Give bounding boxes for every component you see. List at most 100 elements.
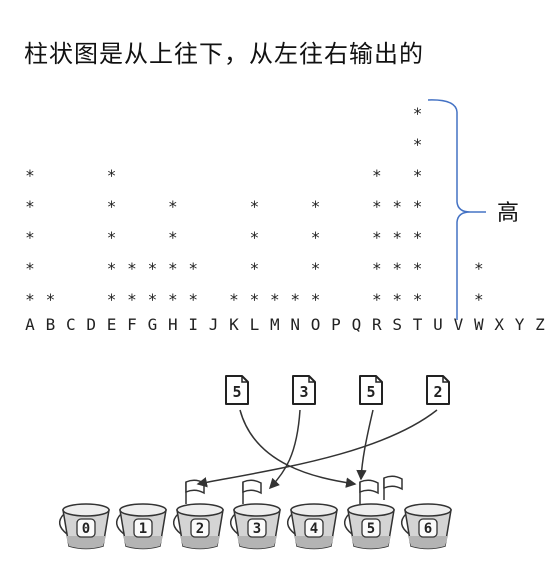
column-label-B: B [46,315,56,334]
sort-arrow-1 [239,409,357,488]
asterisk-L-1: * [250,290,260,309]
column-label-O: O [311,315,321,334]
column-label-H: H [168,315,178,334]
asterisk-W-2: * [474,259,484,278]
column-label-I: I [188,315,198,334]
column-label-G: G [148,315,158,334]
bucket-3: 3 [229,503,281,550]
flag-icon [359,479,379,504]
asterisk-W-1: * [474,290,484,309]
asterisk-L-2: * [250,259,260,278]
sort-arrow-3 [356,409,374,481]
asterisk-O-4: * [311,197,321,216]
column-label-A: A [25,315,35,334]
asterisk-K-1: * [229,290,239,309]
asterisk-H-4: * [168,197,178,216]
asterisk-A-2: * [25,259,35,278]
number-card-1: 5 [225,375,249,405]
number-card-3: 5 [359,375,383,405]
asterisk-H-1: * [168,290,178,309]
asterisk-E-5: * [107,166,117,185]
column-label-E: E [107,315,117,334]
card-value: 5 [232,383,241,401]
asterisk-O-1: * [311,290,321,309]
height-label: 高 [497,201,519,226]
column-label-J: J [209,315,219,334]
bucket-4: 4 [286,503,338,550]
asterisk-O-2: * [311,259,321,278]
bucket-label: 6 [424,521,432,537]
bucket-6: 6 [400,503,452,550]
asterisk-O-3: * [311,228,321,247]
bucket-label: 3 [253,521,261,537]
asterisk-E-3: * [107,228,117,247]
bucket-label: 4 [310,521,318,537]
column-label-Y: Y [515,315,525,334]
asterisk-L-4: * [250,197,260,216]
card-value: 3 [299,383,308,401]
column-label-F: F [127,315,137,334]
asterisk-E-1: * [107,290,117,309]
asterisk-E-4: * [107,197,117,216]
asterisk-G-1: * [148,290,158,309]
asterisk-L-3: * [250,228,260,247]
asterisk-S-1: * [392,290,402,309]
asterisk-N-1: * [290,290,300,309]
flag-icon [242,479,262,504]
asterisk-S-2: * [392,259,402,278]
asterisk-R-2: * [372,259,382,278]
asterisk-T-4: * [413,197,423,216]
column-label-W: W [474,315,484,334]
column-label-N: N [290,315,300,334]
column-label-D: D [86,315,96,334]
card-value: 2 [433,383,442,401]
asterisk-B-1: * [46,290,56,309]
column-label-T: T [413,315,423,334]
column-label-C: C [66,315,76,334]
bucket-label: 0 [82,521,90,537]
asterisk-G-2: * [148,259,158,278]
asterisk-E-2: * [107,259,117,278]
column-label-M: M [270,315,280,334]
column-label-S: S [392,315,402,334]
height-bracket [427,99,471,320]
sort-arrow-4 [196,409,438,488]
asterisk-H-3: * [168,228,178,247]
asterisk-M-1: * [270,290,280,309]
card-value: 5 [366,383,375,401]
asterisk-T-5: * [413,166,423,185]
bucket-5: 5 [343,503,395,550]
bucket-label: 1 [139,521,147,537]
number-card-2: 3 [292,375,316,405]
column-label-K: K [229,315,239,334]
asterisk-A-5: * [25,166,35,185]
asterisk-R-5: * [372,166,382,185]
bucket-label: 5 [367,521,375,537]
page-title: 柱状图是从上往下，从左往右输出的 [24,40,424,68]
asterisk-T-2: * [413,259,423,278]
asterisk-S-4: * [392,197,402,216]
asterisk-T-6: * [413,135,423,154]
column-label-R: R [372,315,382,334]
bucket-label: 2 [196,521,204,537]
column-label-P: P [331,315,341,334]
asterisk-I-1: * [188,290,198,309]
asterisk-I-2: * [188,259,198,278]
asterisk-S-3: * [392,228,402,247]
asterisk-T-7: * [413,104,423,123]
column-label-Q: Q [352,315,362,334]
column-label-Z: Z [535,315,545,334]
asterisk-R-3: * [372,228,382,247]
flag-icon [383,475,403,500]
column-label-U: U [433,315,443,334]
column-label-V: V [454,315,464,334]
asterisk-H-2: * [168,259,178,278]
asterisk-F-1: * [127,290,137,309]
column-label-L: L [250,315,260,334]
asterisk-T-3: * [413,228,423,247]
asterisk-R-4: * [372,197,382,216]
bucket-sort-illustration: 5 3 5 2 0 1 2 3 4 5 6 [58,375,452,550]
asterisk-R-1: * [372,290,382,309]
asterisk-A-1: * [25,290,35,309]
